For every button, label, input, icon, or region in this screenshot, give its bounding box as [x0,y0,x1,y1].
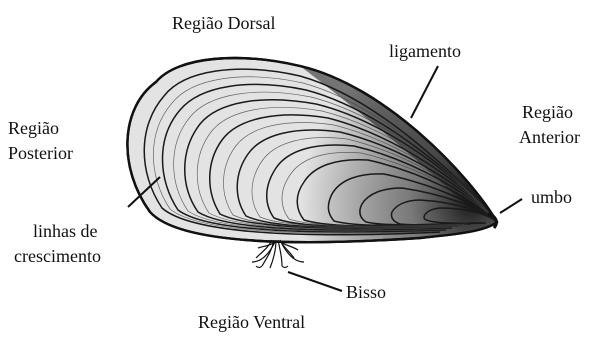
growth-lines-label-line1: linhas de [33,220,98,242]
dorsal-region-label: Região Dorsal [172,12,275,34]
umbo-label: umbo [531,186,572,208]
anterior-region-label-line2: Anterior [519,126,580,148]
anterior-region-label-line1: Região [522,101,573,123]
ligament-leader-line [411,66,438,118]
umbo-leader-line [500,199,522,213]
ventral-region-label: Região Ventral [198,311,305,333]
posterior-region-label-line2: Posterior [8,142,73,164]
byssus-threads [252,240,304,268]
ligament-label: ligamento [389,40,461,62]
posterior-region-label-line1: Região [8,117,59,139]
byssus-leader-line [288,272,342,291]
byssus-label: Bisso [346,281,386,303]
growth-lines-label-line2: crescimento [14,245,101,267]
